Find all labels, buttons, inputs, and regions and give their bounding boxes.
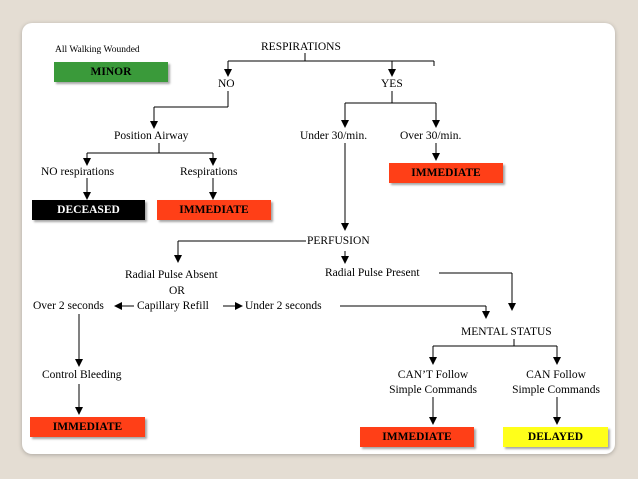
- respirations-after-airway-node: Respirations: [180, 166, 238, 178]
- radial-pulse-absent-node: Radial Pulse Absent: [125, 269, 218, 281]
- capillary-refill-node: Capillary Refill: [137, 300, 209, 312]
- minor-box: MINOR: [54, 62, 168, 82]
- position-airway-node: Position Airway: [114, 130, 189, 142]
- cant-follow-node-line1: CAN’T Follow: [397, 369, 469, 381]
- delayed-box: DELAYED: [503, 427, 608, 447]
- deceased-box: DECEASED: [32, 200, 145, 220]
- under-30-node: Under 30/min.: [300, 130, 368, 142]
- no-node: NO: [218, 78, 235, 90]
- respirations-node: RESPIRATIONS: [261, 41, 341, 53]
- or-label: OR: [169, 285, 185, 297]
- under-2-seconds-node: Under 2 seconds: [245, 300, 322, 312]
- immediate-box-mental: IMMEDIATE: [360, 427, 474, 447]
- over-2-seconds-node: Over 2 seconds: [33, 300, 104, 312]
- cant-follow-node-line2: Simple Commands: [389, 384, 477, 396]
- yes-node: YES: [381, 78, 403, 90]
- mental-status-node: MENTAL STATUS: [461, 326, 552, 338]
- radial-pulse-present-node: Radial Pulse Present: [325, 267, 420, 279]
- immediate-box-bleeding: IMMEDIATE: [30, 417, 145, 437]
- immediate-box-over-30: IMMEDIATE: [389, 163, 503, 183]
- immediate-box-airway: IMMEDIATE: [157, 200, 271, 220]
- can-follow-node-line2: Simple Commands: [512, 384, 600, 396]
- no-respirations-node: NO respirations: [41, 166, 115, 178]
- perfusion-node: PERFUSION: [307, 235, 370, 247]
- slide-card: [22, 23, 615, 454]
- control-bleeding-node: Control Bleeding: [42, 369, 122, 381]
- over-30-node: Over 30/min.: [400, 130, 462, 142]
- can-follow-node-line1: CAN Follow: [526, 369, 586, 381]
- walking-wounded-label: All Walking Wounded: [55, 45, 140, 55]
